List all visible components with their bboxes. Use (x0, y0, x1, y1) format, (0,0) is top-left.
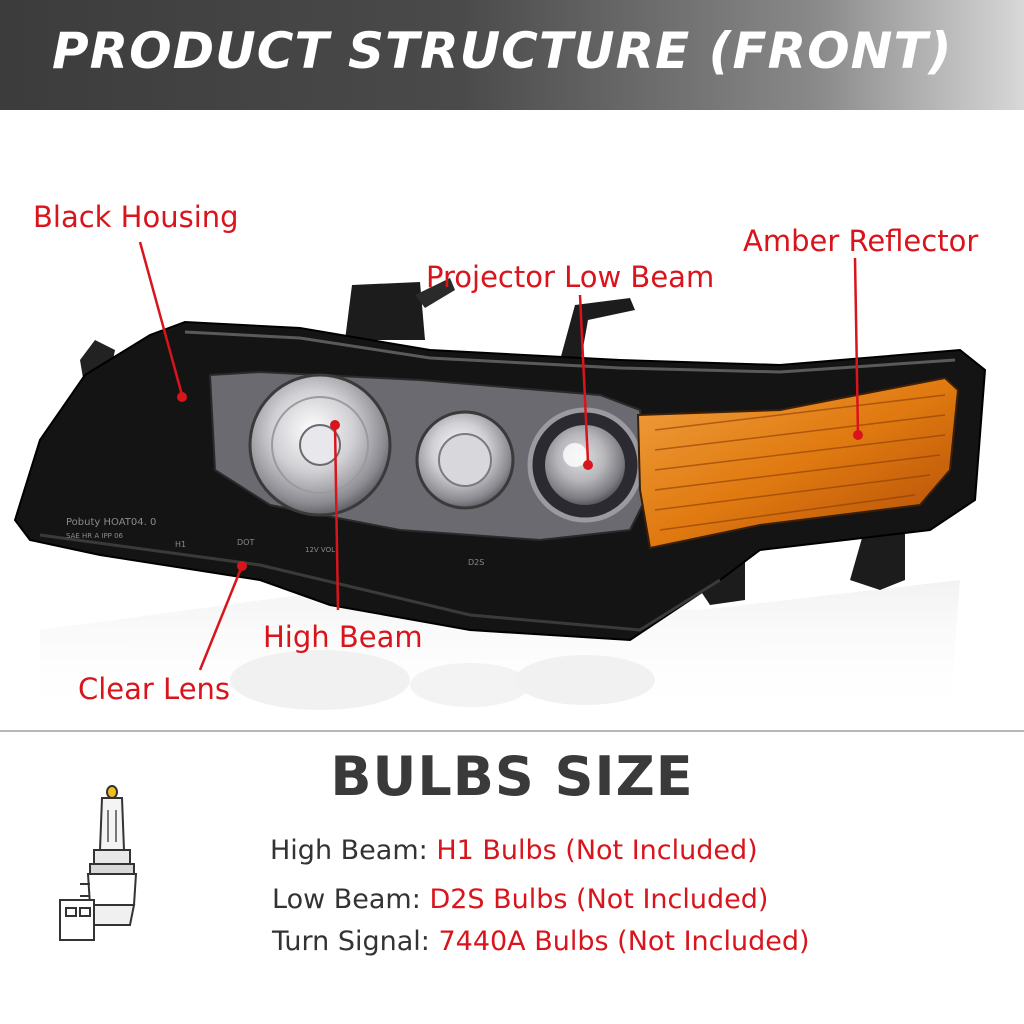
spec-value: D2S Bulbs (Not Included) (429, 884, 769, 915)
lens-h1-text: H1 (175, 540, 186, 549)
page-title: PRODUCT STRUCTURE (FRONT) (52, 22, 953, 80)
headlight-figure: Pobuty HOAT04. 0 SAE HR A IPP 06 H1 DOT … (0, 110, 1024, 730)
callout-clear-lens: Clear Lens (78, 672, 231, 706)
spec-row-low-beam: Low Beam: D2S Bulbs (Not Included) (272, 884, 768, 915)
spec-label: Low Beam: (272, 884, 421, 915)
callout-black-housing: Black Housing (33, 200, 239, 234)
bulb-icon (59, 785, 138, 941)
callout-leaders (138, 241, 863, 671)
floor-reflection (40, 580, 960, 720)
spec-label: Turn Signal: (272, 926, 430, 957)
headlight-illustration: Pobuty HOAT04. 0 SAE HR A IPP 06 H1 DOT … (13, 241, 987, 720)
high-beam-reflector (248, 373, 392, 517)
lens-d2s-text: D2S (468, 558, 484, 567)
lens-dot-text: DOT (237, 538, 254, 547)
housing-top-edge (184, 330, 956, 374)
spec-value: 7440A Bulbs (Not Included) (438, 926, 810, 957)
lens-lower-band (39, 533, 721, 632)
lens-volt-text: 12V VOL (305, 546, 335, 554)
callout-projector-low-beam: Projector Low Beam (426, 260, 715, 294)
spec-row-high-beam: High Beam: H1 Bulbs (Not Included) (270, 835, 758, 866)
spec-label: High Beam: (270, 835, 428, 866)
callout-amber-reflector: Amber Reflector (743, 224, 979, 258)
bulbs-size-title: BULBS SIZE (330, 745, 694, 808)
lens-code-text: SAE HR A IPP 06 (66, 532, 124, 540)
header-banner: PRODUCT STRUCTURE (FRONT) (0, 0, 1024, 110)
lens-model-text: Pobuty HOAT04. 0 (66, 517, 156, 528)
center-reflector (415, 410, 515, 510)
spec-row-turn-signal: Turn Signal: 7440A Bulbs (Not Included) (272, 926, 810, 957)
lens-markings: Pobuty HOAT04. 0 SAE HR A IPP 06 H1 DOT … (66, 517, 484, 567)
amber-reflector-lens (636, 376, 960, 550)
spec-value: H1 Bulbs (Not Included) (436, 835, 758, 866)
section-divider (0, 730, 1024, 732)
callout-high-beam: High Beam (263, 620, 423, 654)
